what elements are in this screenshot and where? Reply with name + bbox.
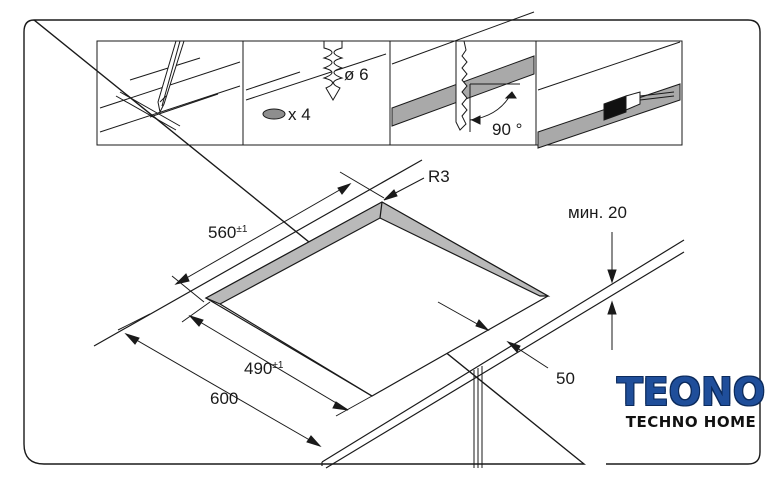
seal-tape-icon — [603, 91, 675, 121]
dim-edge-label: 50 — [556, 369, 575, 388]
cutout-opening — [204, 201, 551, 397]
dim-width-tolerance: ±1 — [236, 224, 247, 235]
dim-thickness-label: мин. 20 — [568, 203, 627, 222]
dim-worktop-label: 600 — [210, 389, 238, 408]
hole-diameter-label: ø 6 — [344, 65, 369, 84]
dim-width-label: 560±1 — [208, 223, 248, 242]
angle-indicator — [469, 83, 520, 132]
drill-bit-icon — [322, 40, 344, 101]
brand-logo-wordmark: TEONO — [616, 370, 766, 414]
hole-count-label: x 4 — [288, 105, 311, 124]
radius-label: R3 — [428, 167, 450, 186]
drill-hole-icon — [262, 108, 286, 120]
brand-logo: TEONO TECHNO HOME — [610, 372, 772, 434]
step-4-sealing — [537, 41, 681, 149]
cabinet-support — [473, 366, 483, 468]
dimension-lines — [117, 171, 617, 448]
saw-blade-icon — [455, 40, 468, 131]
dim-depth-label: 490±1 — [244, 359, 284, 378]
step-panels — [96, 40, 683, 146]
dim-width-value: 560 — [208, 223, 236, 242]
diagram-frame — [23, 19, 761, 465]
dim-depth-tolerance: ±1 — [272, 360, 283, 371]
dim-depth-value: 490 — [244, 359, 272, 378]
cut-angle-label: 90 ° — [492, 120, 522, 139]
step-2-drilling — [245, 53, 387, 101]
brand-logo-tagline: TECHNO HOME — [625, 413, 757, 431]
pencil-icon — [157, 40, 185, 114]
